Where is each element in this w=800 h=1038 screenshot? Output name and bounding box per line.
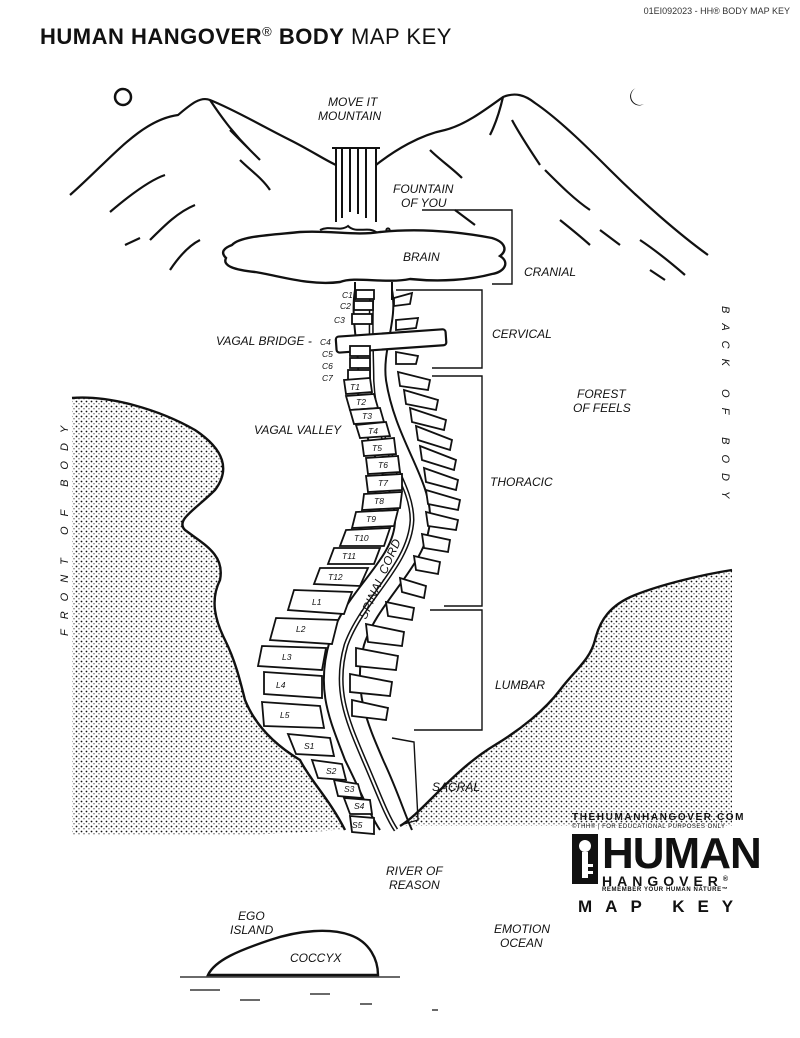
back-land — [400, 570, 732, 826]
vertebra-s4: S4 — [354, 801, 365, 811]
brand-logo: THEHUMANHANGOVER.COM ©THH® | FOR EDUCATI… — [572, 812, 762, 917]
vertebra-c3: C3 — [334, 315, 345, 325]
vertebra-labels: C1 C2 C3 C4 C5 C6 C7 T1 T2 T3 T4 T5 T6 T… — [276, 290, 388, 830]
vertebra-t10: T10 — [354, 533, 369, 543]
vertebra-s3: S3 — [344, 784, 355, 794]
label-move-it: MOVE IT — [328, 95, 379, 109]
label-island: ISLAND — [230, 923, 274, 937]
vertebra-s5: S5 — [352, 820, 363, 830]
label-coccyx: COCCYX — [290, 951, 342, 965]
vertebra-c6: C6 — [322, 361, 333, 371]
sun-icon — [113, 87, 133, 107]
brand-fine-print: ©THH® | FOR EDUCATIONAL PURPOSES ONLY — [572, 824, 726, 830]
brand-tagline: REMEMBER YOUR HUMAN NATURE™ — [602, 887, 729, 893]
vertebra-l2: L2 — [296, 624, 306, 634]
title-bold2: BODY — [278, 24, 345, 49]
label-brain: BRAIN — [403, 250, 440, 264]
vertebra-t4: T4 — [368, 426, 378, 436]
label-back-of-body: BACK OF BODY — [719, 306, 731, 508]
label-cervical: CERVICAL — [492, 327, 552, 341]
moon-icon — [630, 88, 644, 106]
vertebra-t9: T9 — [366, 514, 376, 524]
label-of-feels: OF FEELS — [573, 401, 631, 415]
title-bold: HUMAN HANGOVER — [40, 24, 263, 49]
brand-url: THEHUMANHANGOVER.COM — [572, 812, 746, 823]
brand-human: HUMAN — [602, 829, 762, 878]
vertebra-l3: L3 — [282, 652, 292, 662]
vertebra-c7: C7 — [322, 373, 333, 383]
label-cranial: CRANIAL — [524, 265, 576, 279]
vertebra-c5: C5 — [322, 349, 333, 359]
label-fountain: FOUNTAIN — [393, 182, 454, 196]
vertebra-l5: L5 — [280, 710, 290, 720]
label-ocean: OCEAN — [500, 936, 543, 950]
label-forest: FOREST — [577, 387, 627, 401]
front-shore — [71, 396, 347, 831]
vertebra-t3: T3 — [362, 411, 372, 421]
vertebra-t2: T2 — [356, 397, 366, 407]
vertebra-t5: T5 — [372, 443, 382, 453]
label-mountain: MOUNTAIN — [318, 109, 381, 123]
vertebra-t1: T1 — [350, 382, 360, 392]
label-of-you: OF YOU — [401, 196, 447, 210]
brain-lake — [221, 229, 507, 285]
vertebra-t11: T11 — [342, 551, 356, 561]
title-rest: MAP KEY — [351, 24, 452, 49]
vertebra-s2: S2 — [326, 766, 337, 776]
brand-hangover: HANGOVER — [602, 873, 723, 889]
back-shore — [399, 568, 733, 828]
label-front-of-body: FRONT OF BODY — [59, 416, 71, 636]
front-land — [72, 397, 345, 835]
vertebra-t8: T8 — [374, 496, 384, 506]
vertebra-c2: C2 — [340, 301, 351, 311]
key-icon — [572, 834, 598, 884]
region-brackets — [391, 209, 513, 825]
label-vagal-valley: VAGAL VALLEY — [254, 423, 342, 437]
label-lumbar: LUMBAR — [495, 678, 545, 692]
vertebra-c4: C4 — [320, 337, 331, 347]
ego-island — [206, 929, 380, 977]
move-it-mountain — [69, 93, 709, 281]
vertebra-t6: T6 — [378, 460, 388, 470]
brand-reg: ® — [722, 876, 729, 883]
document-id: 01EI092023 - HH® BODY MAP KEY — [643, 6, 790, 16]
vertebra-t12: T12 — [328, 572, 343, 582]
vertebra-c1: C1 — [342, 290, 353, 300]
label-reason: REASON — [389, 878, 440, 892]
page-title: HUMAN HANGOVER® BODY MAP KEY — [40, 24, 452, 50]
label-river-of: RIVER OF — [386, 864, 443, 878]
vertebra-l1: L1 — [312, 597, 322, 607]
vertebra-s1: S1 — [304, 741, 315, 751]
label-ego: EGO — [238, 909, 265, 923]
label-vagal-bridge: VAGAL BRIDGE - — [216, 334, 312, 348]
brand-map-key: MAP KEY — [578, 897, 747, 916]
label-sacral: SACRAL — [432, 780, 480, 794]
vertebra-t7: T7 — [378, 478, 388, 488]
water-lines — [180, 976, 438, 1011]
label-thoracic: THORACIC — [490, 475, 553, 489]
title-reg: ® — [262, 24, 273, 39]
vertebral-bodies — [256, 289, 404, 835]
vertebra-l4: L4 — [276, 680, 286, 690]
spinous-processes — [349, 291, 462, 721]
label-emotion: EMOTION — [494, 922, 550, 936]
